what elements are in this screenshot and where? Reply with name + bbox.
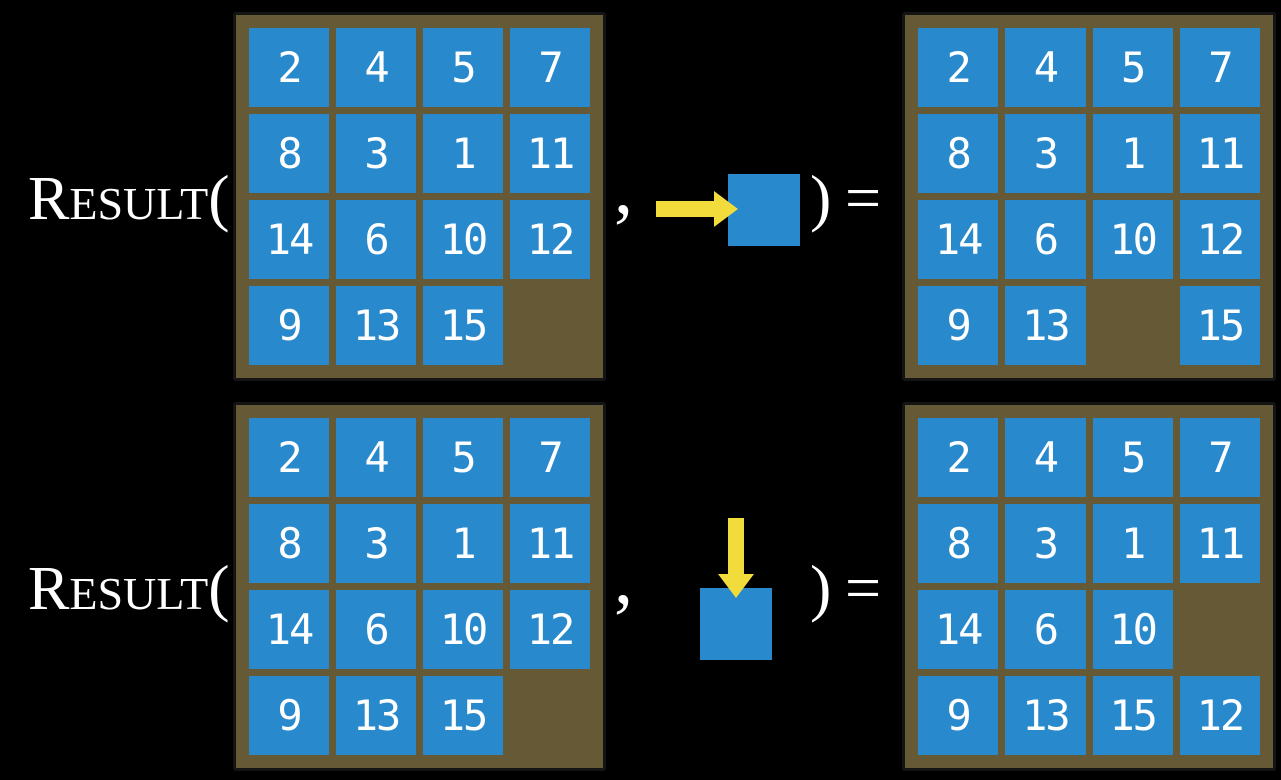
open-paren: ( bbox=[208, 162, 230, 233]
tile-7: 7 bbox=[1179, 418, 1260, 497]
arrow-shaft bbox=[656, 201, 714, 217]
moved-tile-square bbox=[728, 174, 800, 246]
empty-cell bbox=[1093, 286, 1173, 365]
tile-12: 12 bbox=[1179, 200, 1260, 279]
tile-13: 13 bbox=[336, 676, 416, 755]
tile-11: 11 bbox=[1179, 114, 1260, 193]
tile-2: 2 bbox=[918, 418, 999, 497]
tile-9: 9 bbox=[249, 676, 329, 755]
tile-10: 10 bbox=[423, 590, 503, 669]
equals-sign: = bbox=[845, 162, 882, 233]
tile-11: 11 bbox=[510, 114, 590, 193]
tile-6: 6 bbox=[336, 590, 416, 669]
tile-7: 7 bbox=[1179, 28, 1260, 107]
tile-3: 3 bbox=[1005, 114, 1086, 193]
tile-10: 10 bbox=[1092, 590, 1173, 669]
right-arrow-icon bbox=[656, 191, 738, 227]
tile-2: 2 bbox=[249, 28, 329, 107]
tile-15: 15 bbox=[423, 286, 503, 365]
arrow-head bbox=[714, 191, 738, 227]
tile-4: 4 bbox=[1005, 418, 1086, 497]
tile-11: 11 bbox=[510, 504, 590, 583]
tile-11: 11 bbox=[1179, 504, 1260, 583]
empty-cell bbox=[510, 676, 590, 755]
tile-9: 9 bbox=[918, 676, 999, 755]
close-paren: ) bbox=[810, 552, 832, 623]
tile-13: 13 bbox=[1005, 676, 1086, 755]
function-name-rest: ESULT bbox=[69, 178, 209, 229]
tile-6: 6 bbox=[1005, 590, 1086, 669]
tile-5: 5 bbox=[423, 28, 503, 107]
function-name-initial: R bbox=[28, 555, 70, 623]
tile-15: 15 bbox=[1179, 286, 1260, 365]
tile-5: 5 bbox=[1092, 418, 1173, 497]
tile-5: 5 bbox=[1092, 28, 1173, 107]
tile-10: 10 bbox=[423, 200, 503, 279]
tile-9: 9 bbox=[918, 286, 999, 365]
function-label: RESULT( bbox=[28, 165, 230, 233]
tile-8: 8 bbox=[249, 114, 329, 193]
empty-cell bbox=[510, 286, 590, 365]
comma-separator: , bbox=[614, 536, 633, 620]
tile-4: 4 bbox=[1005, 28, 1086, 107]
arrow-shaft bbox=[728, 518, 744, 574]
function-name-initial: R bbox=[28, 165, 70, 233]
tile-8: 8 bbox=[918, 114, 999, 193]
tile-1: 1 bbox=[423, 504, 503, 583]
tile-3: 3 bbox=[1005, 504, 1086, 583]
tile-14: 14 bbox=[249, 590, 329, 669]
tile-1: 1 bbox=[1092, 504, 1173, 583]
tile-12: 12 bbox=[1179, 676, 1260, 755]
tile-6: 6 bbox=[336, 200, 416, 279]
arrow-head bbox=[718, 574, 754, 598]
tile-10: 10 bbox=[1092, 200, 1173, 279]
comma-separator: , bbox=[614, 146, 633, 230]
function-label: RESULT( bbox=[28, 555, 230, 623]
tile-12: 12 bbox=[510, 590, 590, 669]
tile-1: 1 bbox=[423, 114, 503, 193]
close-paren: ) bbox=[810, 162, 832, 233]
tile-2: 2 bbox=[249, 418, 329, 497]
moved-tile-square bbox=[700, 588, 772, 660]
tile-14: 14 bbox=[918, 200, 999, 279]
empty-cell bbox=[1180, 590, 1260, 669]
tile-7: 7 bbox=[510, 28, 590, 107]
tile-14: 14 bbox=[249, 200, 329, 279]
tile-2: 2 bbox=[918, 28, 999, 107]
tile-4: 4 bbox=[336, 28, 416, 107]
open-paren: ( bbox=[208, 552, 230, 623]
tile-14: 14 bbox=[918, 590, 999, 669]
tile-4: 4 bbox=[336, 418, 416, 497]
tile-13: 13 bbox=[1005, 286, 1086, 365]
tile-9: 9 bbox=[249, 286, 329, 365]
tile-1: 1 bbox=[1092, 114, 1173, 193]
tile-3: 3 bbox=[336, 114, 416, 193]
tile-7: 7 bbox=[510, 418, 590, 497]
tile-13: 13 bbox=[336, 286, 416, 365]
equals-sign: = bbox=[845, 552, 882, 623]
tile-15: 15 bbox=[1092, 676, 1173, 755]
tile-15: 15 bbox=[423, 676, 503, 755]
tile-8: 8 bbox=[249, 504, 329, 583]
tile-6: 6 bbox=[1005, 200, 1086, 279]
tile-12: 12 bbox=[510, 200, 590, 279]
tile-5: 5 bbox=[423, 418, 503, 497]
tile-8: 8 bbox=[918, 504, 999, 583]
tile-3: 3 bbox=[336, 504, 416, 583]
function-name-rest: ESULT bbox=[69, 568, 209, 619]
down-arrow-icon bbox=[718, 518, 754, 598]
